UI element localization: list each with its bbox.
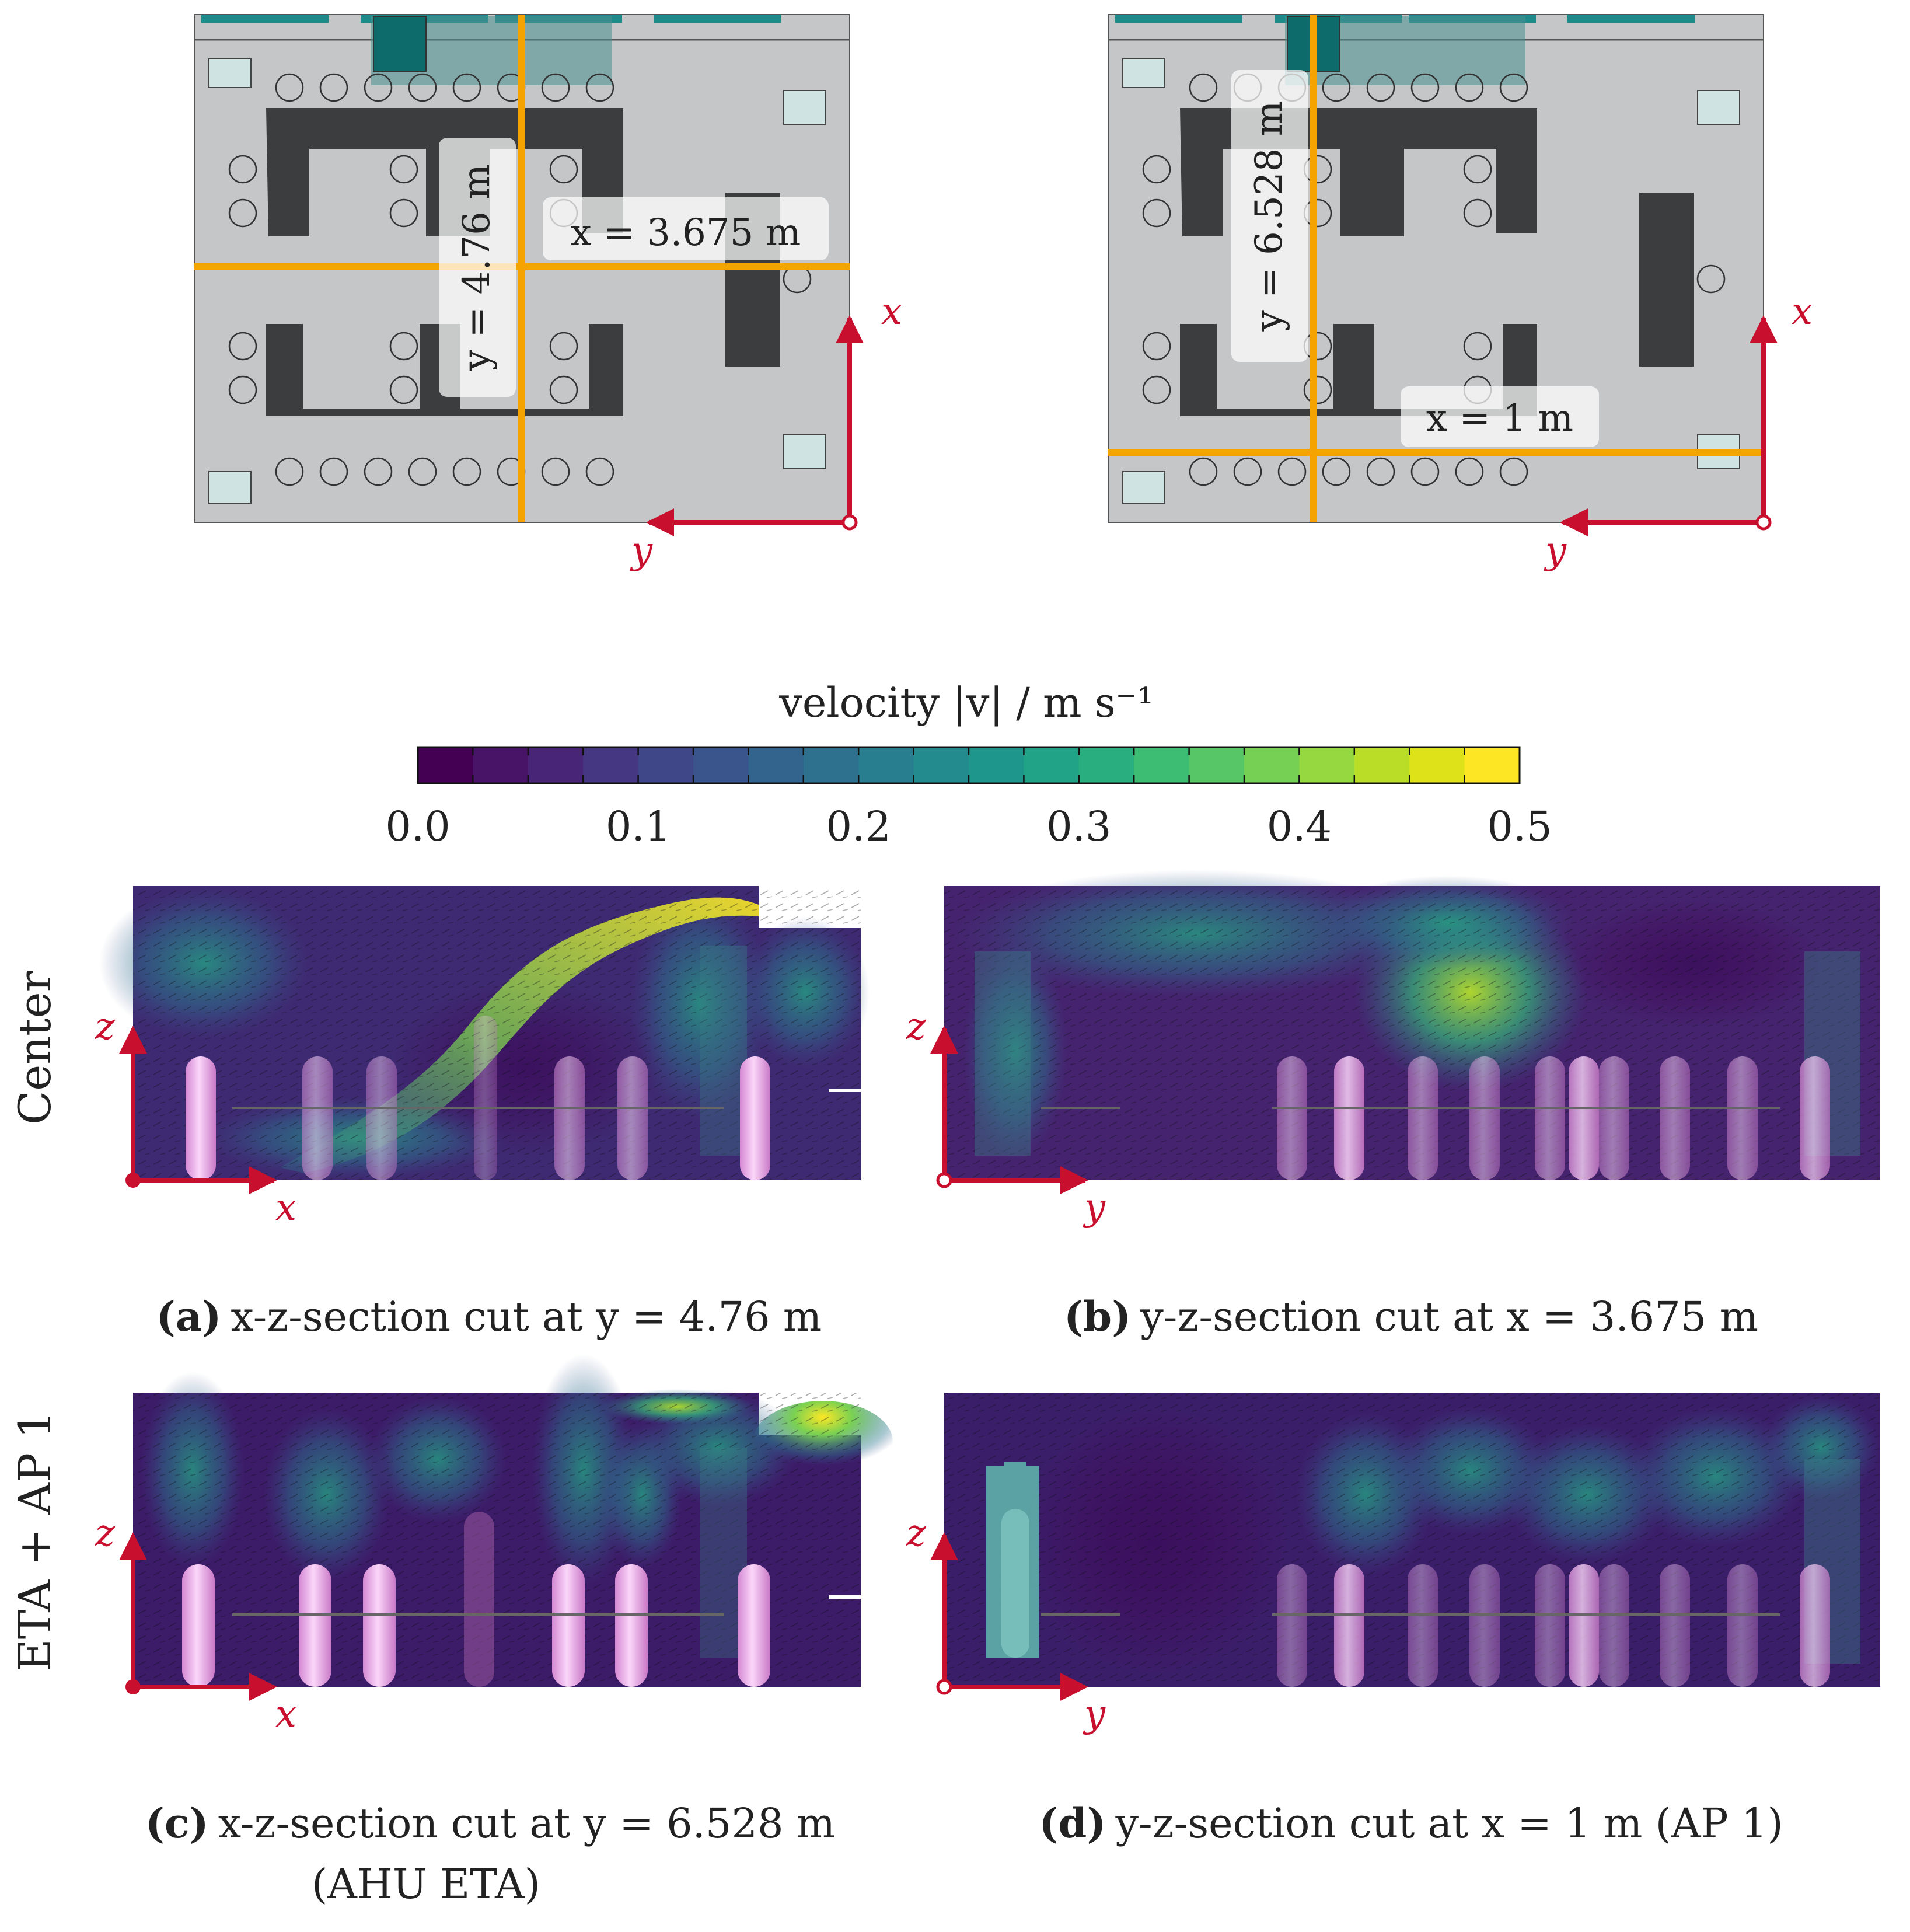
- axis-h-label: x: [275, 1693, 296, 1736]
- vent: [1122, 58, 1165, 88]
- panel-c: x z: [95, 1354, 893, 1736]
- colorbar-cell: [1354, 747, 1410, 783]
- colorbar-cell: [1134, 747, 1190, 783]
- vent: [208, 58, 252, 88]
- cut-label-bg: [1231, 70, 1308, 362]
- vent: [1697, 90, 1740, 125]
- axis-v-label: z: [95, 1005, 116, 1048]
- row-label-center: Center: [9, 970, 61, 1125]
- colorbar-cells: [418, 747, 1520, 783]
- caption-c-line2: (AHU ETA): [312, 1860, 540, 1908]
- desk-side: [1639, 193, 1694, 367]
- vent: [1122, 471, 1165, 504]
- persons: [1277, 1564, 1830, 1687]
- colorbar-tick-label: 0.3: [1046, 803, 1111, 850]
- colorbar-cell: [1078, 747, 1134, 783]
- panel-a: x z: [95, 886, 870, 1229]
- axis-v-label: z: [906, 1005, 927, 1048]
- window: [654, 15, 781, 23]
- window: [1115, 15, 1242, 23]
- row-label-eta-ap1: ETA + AP 1: [9, 1410, 61, 1671]
- caption-d: (d)y-z-section cut at x = 1 m (AP 1): [1039, 1799, 1783, 1847]
- persons: [1277, 1056, 1830, 1180]
- colorbar-cell: [913, 747, 969, 783]
- caption-a: (a)x-z-section cut at y = 4.76 m: [156, 1292, 822, 1341]
- axis-h-label: y: [1083, 1693, 1106, 1736]
- colorbar-tick-labels: 0.0 0.1 0.2 0.3 0.4 0.5: [385, 803, 1552, 850]
- axis-x-label: x: [881, 290, 902, 333]
- colorbar-cell: [1464, 747, 1520, 783]
- chairs: [228, 73, 812, 486]
- cut-label-bg: [439, 138, 516, 397]
- cut-label-bg: [543, 197, 829, 260]
- colorbar-cell: [583, 747, 639, 783]
- desk-lower: [1180, 324, 1537, 416]
- plan-right: x = 1 m y = 6.528 m x y: [1108, 14, 1813, 573]
- colorbar-title: velocity |v| / m s⁻¹: [778, 679, 1153, 727]
- colorbar-tick-label: 0.4: [1267, 803, 1332, 850]
- persons: [182, 1512, 770, 1687]
- panel-b: y z: [906, 870, 1880, 1229]
- colorbar-cell: [638, 747, 694, 783]
- colorbar-tick-label: 0.0: [385, 803, 450, 850]
- axis-v-label: z: [95, 1512, 116, 1555]
- origin: [1755, 514, 1772, 531]
- origin: [841, 514, 858, 531]
- window: [201, 15, 329, 23]
- wall-block: [700, 946, 747, 1156]
- colorbar-cell: [803, 747, 859, 783]
- colorbar-tick-label: 0.2: [826, 803, 891, 850]
- caption-b: (b)y-z-section cut at x = 3.675 m: [1064, 1292, 1758, 1341]
- cut-y-label: y = 6.528 m: [1248, 101, 1291, 332]
- colorbar-cell: [473, 747, 529, 783]
- colorbar-cell: [528, 747, 584, 783]
- axis-v-label: z: [906, 1512, 927, 1555]
- colorbar-cell: [693, 747, 749, 783]
- cabinet: [975, 951, 1031, 1156]
- colorbar-cell: [1024, 747, 1080, 783]
- plan-left: x = 3.675 m y = 4.76 m x y: [194, 14, 902, 573]
- colorbar-cell: [748, 747, 804, 783]
- colorbar-cell: [1189, 747, 1245, 783]
- colorbar: velocity |v| / m s⁻¹ 0.0 0.1 0.2 0.3 0.4 0.5: [385, 679, 1552, 850]
- colorbar-cell: [1299, 747, 1355, 783]
- axis-h-label: y: [1083, 1186, 1106, 1229]
- vent: [783, 434, 826, 469]
- cut-label-bg: [1401, 386, 1599, 447]
- axis-h-label: x: [275, 1186, 296, 1229]
- window: [1567, 15, 1695, 23]
- ahu-unit: [373, 16, 427, 72]
- colorbar-ticks: [472, 747, 1465, 783]
- colorbar-cell: [969, 747, 1024, 783]
- vent: [783, 90, 826, 125]
- vent: [208, 471, 252, 504]
- cut-x-label: x = 3.675 m: [571, 211, 801, 254]
- caption-c: (c)x-z-section cut at y = 6.528 m: [145, 1799, 835, 1847]
- colorbar-tick-label: 0.5: [1487, 803, 1552, 850]
- axis-y-label: y: [1544, 529, 1567, 573]
- axis-x-label: x: [1792, 290, 1813, 333]
- colorbar-cell: [858, 747, 914, 783]
- cut-x-label: x = 1 m: [1426, 397, 1573, 440]
- colorbar-tick-label: 0.1: [606, 803, 671, 850]
- colorbar-cell: [1409, 747, 1465, 783]
- cut-y-label: y = 4.76 m: [455, 164, 498, 371]
- persons: [186, 1016, 770, 1180]
- colorbar-cell: [418, 747, 473, 783]
- colorbar-cell: [1244, 747, 1300, 783]
- panel-d: y z: [906, 1393, 1880, 1736]
- axis-y-label: y: [630, 529, 653, 573]
